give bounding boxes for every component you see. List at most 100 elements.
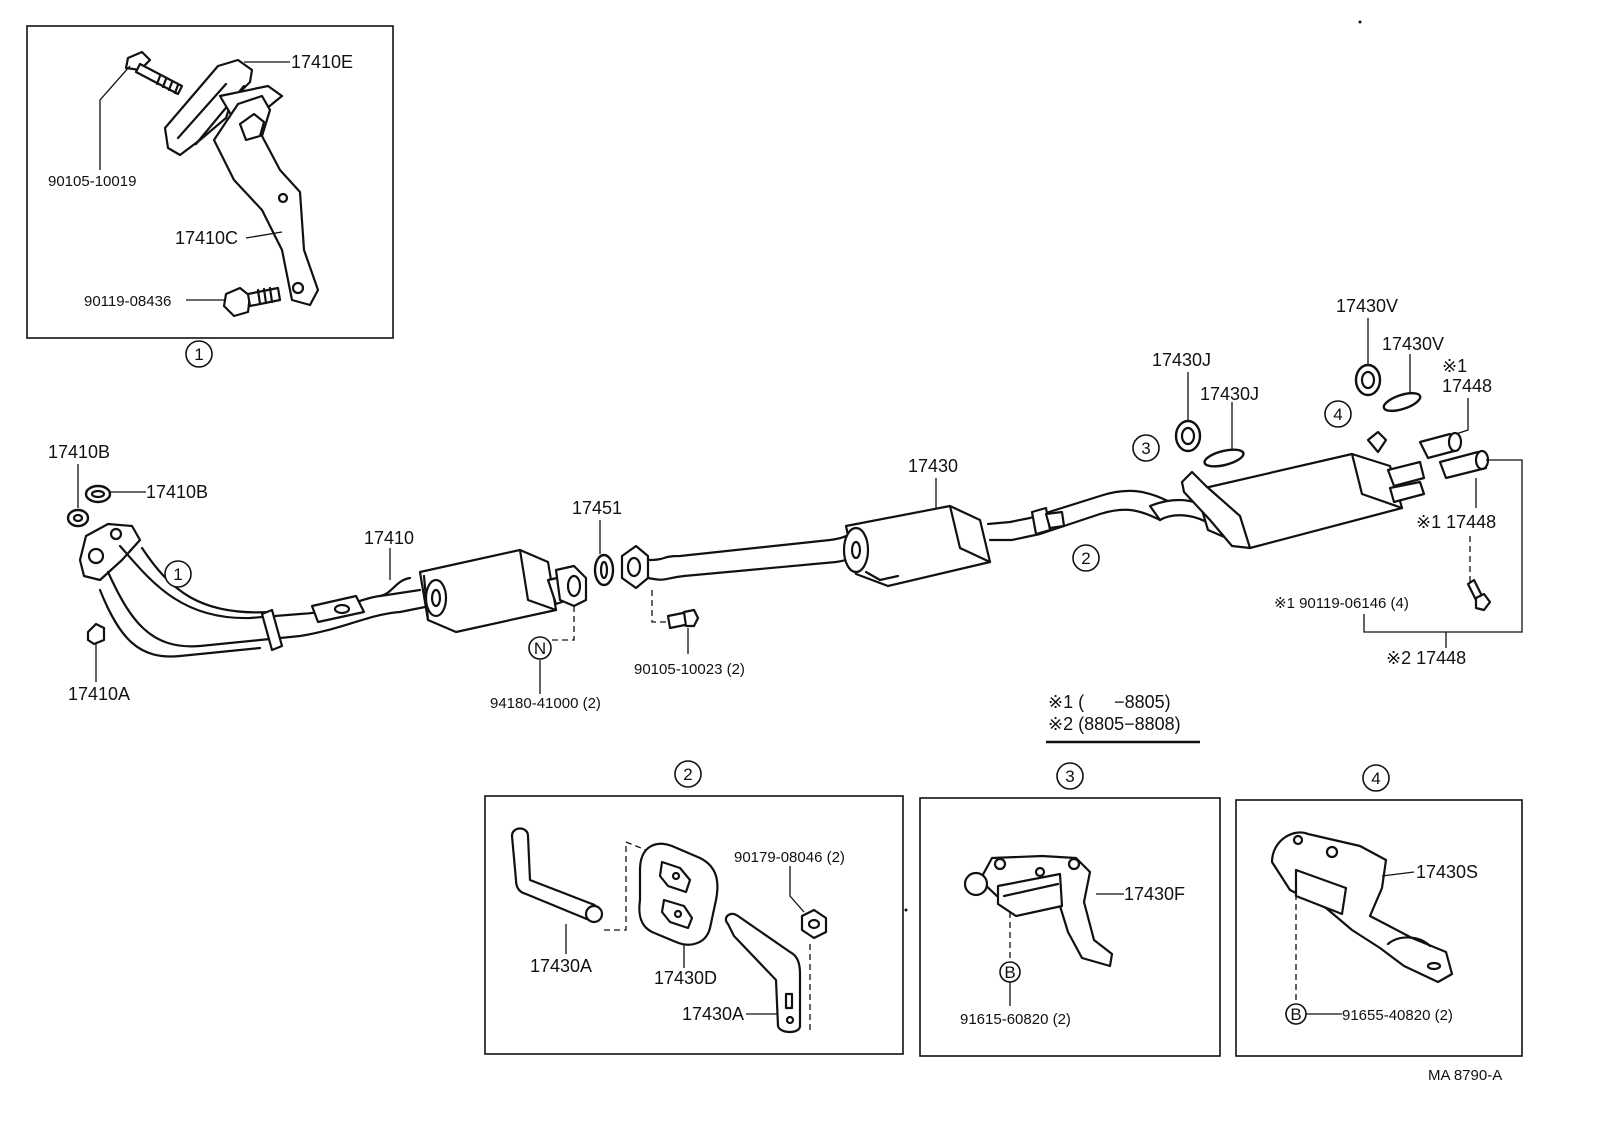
label-17430A-left: 17430A	[530, 956, 592, 976]
front-pipe-17410	[78, 522, 432, 658]
svg-text:N: N	[534, 639, 546, 658]
leader-17448-top	[1455, 398, 1469, 435]
nut-17410A	[86, 622, 106, 646]
leader-17430S	[1381, 871, 1415, 877]
label-90119-06146: ※1 90119-06146 (4)	[1274, 595, 1409, 612]
label-91655-40820: 91655-40820 (2)	[1342, 1007, 1453, 1024]
center-muffler-17430	[842, 504, 992, 588]
note-1: ※1 ( −8805)	[1048, 692, 1171, 712]
leader-17410C	[245, 231, 283, 239]
bracket-17430F	[963, 854, 1114, 968]
label-17430F: 17430F	[1124, 884, 1185, 904]
leader-17448-bot	[1363, 614, 1447, 648]
label-17451: 17451	[572, 498, 622, 518]
rear-muffler	[1180, 430, 1426, 550]
bracket-17430S	[1270, 831, 1454, 984]
inset-1-frame	[26, 25, 394, 339]
callout-3-main: 3	[1132, 434, 1160, 462]
callout-1-main: 1	[164, 560, 192, 588]
label-90105-10023: 90105-10023 (2)	[634, 661, 745, 678]
nut-90179-08046	[800, 908, 828, 940]
bolt-90119-06146	[1466, 578, 1492, 612]
production-notes: ※1 ( −8805) ※2 (8805−8808)	[1046, 692, 1200, 744]
bracket-17430A-right	[724, 912, 802, 1034]
label-17430J-b: 17430J	[1200, 384, 1259, 404]
gasket-17410B-right	[84, 484, 112, 504]
svg-text:4: 4	[1333, 405, 1342, 424]
callout-2-main: 2	[1072, 544, 1100, 572]
inset-1-bracket: 17410E 90105-10019 17410C 90119-08436	[26, 25, 394, 339]
gasket-17410B-left	[66, 508, 90, 528]
gasket-17430J-b	[1203, 448, 1245, 468]
stray-mark	[904, 908, 908, 912]
label-17410C: 17410C	[175, 228, 238, 248]
svg-text:3: 3	[1065, 767, 1074, 786]
label-17430V-a: 17430V	[1336, 296, 1398, 316]
label-17430: 17430	[908, 456, 958, 476]
svg-text:1: 1	[194, 345, 203, 364]
label-17410A: 17410A	[68, 684, 130, 704]
callout-1-under-inset: 1	[185, 340, 213, 368]
gasket-17451	[593, 553, 615, 587]
callout-4-main: 4	[1324, 400, 1352, 428]
svg-text:4: 4	[1371, 769, 1380, 788]
inset-3-frame	[919, 797, 1221, 1057]
callout-B-inset-4: B	[1285, 1003, 1307, 1025]
bolt-90119-08436	[222, 286, 282, 318]
svg-text:3: 3	[1141, 439, 1150, 458]
inset-2-frame	[484, 795, 904, 1055]
label-17430J-a: 17430J	[1152, 350, 1211, 370]
bolt-90105-10019	[124, 50, 184, 96]
callout-N: N	[528, 636, 552, 660]
rubber-hanger-17430D	[638, 842, 719, 946]
dash-17430A-left	[604, 841, 647, 931]
bolt-90105-10023	[666, 608, 700, 630]
label-17430D: 17430D	[654, 968, 717, 988]
diagram-code: MA 8790-A	[1428, 1067, 1502, 1084]
bracket-17410C	[212, 94, 320, 307]
flange-front	[554, 564, 588, 608]
label-90105-10019: 90105-10019	[48, 173, 136, 190]
dash-90105-10023	[651, 590, 668, 623]
label-17448-mid: ※1 17448	[1416, 512, 1496, 532]
label-90119-08436: 90119-08436	[84, 293, 171, 310]
label-17410B-left: 17410B	[48, 442, 110, 462]
svg-text:1: 1	[173, 565, 182, 584]
leader-90179-08046	[789, 866, 805, 913]
label-90179-08046: 90179-08046 (2)	[734, 849, 845, 866]
inset-4-bracket: 17430S B 91655-40820 (2)	[1235, 799, 1523, 1057]
label-17448-top: 17448	[1442, 376, 1492, 396]
front-muffler	[418, 548, 576, 634]
stray-mark	[1358, 20, 1362, 24]
rear-connecting-pipe	[986, 489, 1218, 542]
inset-3-bracket: 17430F B 91615-60820 (2)	[919, 797, 1221, 1057]
callout-3-header: 3	[1056, 762, 1084, 790]
callout-B-inset-3: B	[999, 961, 1021, 983]
svg-text:B: B	[1290, 1005, 1301, 1024]
note-2: ※2 (8805−8808)	[1048, 714, 1181, 734]
bracket-17430A-left	[510, 827, 604, 924]
label-17430A-right: 17430A	[682, 1004, 744, 1024]
bracket-17448-group	[1446, 459, 1523, 633]
label-17430V-b: 17430V	[1382, 334, 1444, 354]
callout-4-header: 4	[1362, 764, 1390, 792]
gasket-17430J-a	[1174, 419, 1202, 453]
svg-text:2: 2	[1081, 549, 1090, 568]
center-pipe	[620, 526, 870, 590]
inset-2-hanger: 17430A 17430D 17430A 90179-08046 (2)	[484, 795, 904, 1055]
inset-4-frame	[1235, 799, 1523, 1057]
label-94180-41000: 94180-41000 (2)	[490, 695, 601, 712]
label-17410: 17410	[364, 528, 414, 548]
label-17410E: 17410E	[291, 52, 353, 72]
svg-text:B: B	[1004, 963, 1015, 982]
label-17448-top-mark: ※1	[1442, 356, 1467, 376]
label-91615-60820: 91615-60820 (2)	[960, 1011, 1071, 1028]
gasket-17430V-b	[1382, 391, 1422, 413]
tail-pipe-17448-lower	[1438, 449, 1490, 480]
gasket-17430V-a	[1354, 363, 1382, 397]
label-17410B-right: 17410B	[146, 482, 208, 502]
label-17448-bot: ※2 17448	[1386, 648, 1466, 668]
leader-90105-10019	[99, 65, 131, 170]
dash-94180	[550, 606, 575, 641]
